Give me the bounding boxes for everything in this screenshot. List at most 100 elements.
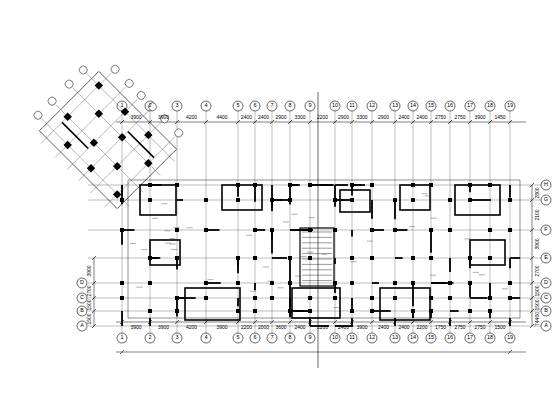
axis-number: 15 xyxy=(428,335,434,341)
dimension-text: 2400 xyxy=(338,325,349,330)
dimension-text: 4400 xyxy=(216,115,227,120)
axis-letter: D xyxy=(544,280,548,286)
axis-number: 3 xyxy=(175,335,178,341)
axis-letter: B xyxy=(80,308,84,314)
dimension-text: 3900 xyxy=(158,115,169,120)
dimension-text: 2200 xyxy=(241,325,252,330)
dimension-text: 2750 xyxy=(454,115,465,120)
axis-number: 9 xyxy=(308,335,311,341)
axis-number: 4 xyxy=(204,335,207,341)
axis-number: 17 xyxy=(467,103,473,109)
dimension-text: 1500 xyxy=(535,285,540,296)
axis-number: 1 xyxy=(120,335,123,341)
axis-number: 12 xyxy=(369,103,375,109)
dimension-text: 2400 xyxy=(241,115,252,120)
plan-lines xyxy=(22,48,551,368)
axis-number: 8 xyxy=(288,335,291,341)
dimension-text: 3900 xyxy=(158,325,169,330)
dimension-text: 1500 xyxy=(87,313,92,324)
axis-number: 14 xyxy=(410,335,416,341)
dimension-text: 3900 xyxy=(87,265,92,276)
dimension-text: 1450 xyxy=(494,115,505,120)
dimension-text: 3900 xyxy=(216,325,227,330)
axis-letter: A xyxy=(544,323,548,329)
dimension-text: 1750 xyxy=(435,325,446,330)
dimension-text: 2100 xyxy=(535,209,540,220)
dimension-text: 2700 xyxy=(535,265,540,276)
axis-number: 16 xyxy=(447,103,453,109)
axis-number: 19 xyxy=(507,335,513,341)
dimension-text: 2900 xyxy=(338,115,349,120)
axis-letter: G xyxy=(544,197,548,203)
dimension-text: 1500 xyxy=(87,299,92,310)
axis-number: 16 xyxy=(447,335,453,341)
axis-number: 7 xyxy=(270,335,273,341)
dimension-text: 2750 xyxy=(435,115,446,120)
dimension-text: 2400 xyxy=(416,115,427,120)
axis-letter: A xyxy=(80,323,84,329)
dimension-text: 3900 xyxy=(535,238,540,249)
dimension-text: 2750 xyxy=(454,325,465,330)
dimension-text: 1500 xyxy=(494,325,505,330)
axis-letter: H xyxy=(544,182,548,188)
dimension-text: 3900 xyxy=(130,115,141,120)
axis-number: 6 xyxy=(253,103,256,109)
dimension-text: 4200 xyxy=(186,115,197,120)
dimension-text: 3900 xyxy=(474,115,485,120)
dimension-text: 3300 xyxy=(294,115,305,120)
axis-letter: B xyxy=(544,308,548,314)
axis-number: 1 xyxy=(120,103,123,109)
dimension-text: 1500 xyxy=(535,299,540,310)
axis-number: 4 xyxy=(204,103,207,109)
dimension-text: 4200 xyxy=(186,325,197,330)
rotated-wing xyxy=(22,48,193,219)
axis-letter: C xyxy=(544,295,548,301)
axis-number: 18 xyxy=(487,103,493,109)
dimension-text: 3600 xyxy=(275,325,286,330)
dimension-text: 2900 xyxy=(378,115,389,120)
axis-number: 2 xyxy=(148,335,151,341)
axis-number: 8 xyxy=(288,103,291,109)
dimension-text: 2400 xyxy=(398,325,409,330)
axis-letter: F xyxy=(544,227,547,233)
dimension-text: 2700 xyxy=(87,285,92,296)
axis-number: 15 xyxy=(428,103,434,109)
axis-number: 13 xyxy=(392,103,398,109)
axis-number: 10 xyxy=(332,103,338,109)
axis-number: 18 xyxy=(487,335,493,341)
dimension-text: 74400 xyxy=(535,312,540,326)
dimension-text: 2400 xyxy=(258,115,269,120)
axis-number: 10 xyxy=(332,335,338,341)
axis-number: 7 xyxy=(270,103,273,109)
axis-number: 6 xyxy=(253,335,256,341)
axis-number: 12 xyxy=(369,335,375,341)
dimension-text: 3900 xyxy=(356,325,367,330)
axis-number: 13 xyxy=(392,335,398,341)
dimension-text: 2400 xyxy=(378,325,389,330)
axis-number: 9 xyxy=(308,103,311,109)
axis-number: 17 xyxy=(467,335,473,341)
dimension-text: 3300 xyxy=(356,115,367,120)
axis-number: 14 xyxy=(410,103,416,109)
dimension-text: 2200 xyxy=(416,325,427,330)
dimension-text: 3900 xyxy=(130,325,141,330)
dimension-text: 2400 xyxy=(398,115,409,120)
dimension-text: 2800 xyxy=(535,187,540,198)
dimension-text: 2200 xyxy=(317,115,328,120)
axis-number: 2 xyxy=(148,103,151,109)
dimension-text: 2200 xyxy=(317,325,328,330)
axis-number: 11 xyxy=(349,335,355,341)
axis-number: 19 xyxy=(507,103,513,109)
axis-number: 3 xyxy=(175,103,178,109)
axis-number: 11 xyxy=(349,103,355,109)
axis-letter: C xyxy=(80,295,84,301)
dimension-text: 2000 xyxy=(258,325,269,330)
axis-letter: D xyxy=(80,280,84,286)
axis-letter: E xyxy=(544,255,548,261)
dimension-text: 2900 xyxy=(275,115,286,120)
dimension-text: 2400 xyxy=(294,325,305,330)
axis-number: 5 xyxy=(236,103,239,109)
dimension-text: 2750 xyxy=(474,325,485,330)
